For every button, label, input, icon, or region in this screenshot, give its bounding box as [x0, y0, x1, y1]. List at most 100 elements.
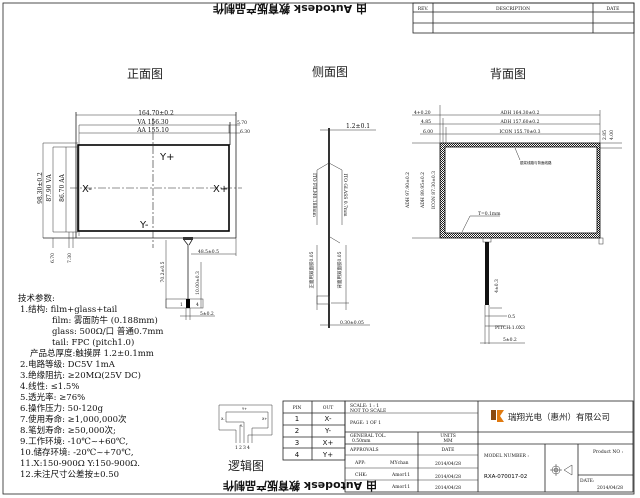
date-header: DATE — [607, 6, 620, 12]
approval-role: CHK: — [355, 472, 368, 478]
logic-pin-1: 1 — [235, 445, 238, 451]
tail-width-dim: 5±0.2 — [200, 311, 214, 317]
adh-height-dim: ADH 97.90±0.2 — [405, 172, 411, 209]
logic-y-minus: Y- — [240, 424, 244, 428]
adh-inner-width-dim: ADH 157.60±0.2 — [500, 119, 540, 125]
logic-diagram-title: 逻辑图 — [228, 459, 264, 473]
description-header: DESCRIPTION — [496, 6, 530, 12]
company-name: 瑞翔光电（惠州）有限公司 — [508, 412, 610, 423]
pin-cell: 4 — [295, 451, 300, 459]
general-tol-value: 0.50mm — [352, 438, 371, 444]
right-offset-2: 6.30 — [240, 129, 250, 135]
back-view-title: 背面图 — [490, 67, 526, 81]
tech-params-title: 技术参数: — [18, 293, 55, 304]
adh-inner-height-dim: ADH 89.95±0.2 — [420, 172, 426, 209]
icon-width-dim: ICON 155.70±0.3 — [500, 129, 541, 135]
pin-cell: 2 — [295, 427, 299, 435]
left-offset-3: 6.00 — [423, 129, 433, 135]
out-cell: Y- — [324, 427, 331, 435]
right-offset-2: 4.00 — [609, 130, 615, 140]
side-thickness-dim: 1.2±0.1 — [346, 123, 370, 130]
right-offset-1: 5.70 — [237, 120, 247, 126]
param-line: 10.储存环境: -20℃~+70℃, — [20, 447, 134, 458]
units-value: MM — [443, 438, 453, 444]
date-column-label: DATE — [442, 447, 455, 453]
logic-y-plus: Y+ — [242, 407, 247, 411]
logic-x-minus: X- — [221, 417, 225, 421]
model-number-label: MODEL NUMBER : — [484, 453, 529, 459]
page-label: PAGE: 1 OF 1 — [350, 420, 381, 426]
not-to-scale-label: NOT TO SCALE — [350, 408, 386, 414]
title-block: SCALE: 1 : 1 NOT TO SCALE PAGE: 1 OF 1 G… — [344, 400, 634, 493]
out-header: OUT — [323, 405, 333, 411]
out-cell: Y+ — [322, 451, 333, 459]
tail-thickness-dim: 0.30±0.05 — [340, 320, 364, 326]
param-line: 11.X:150-900Ω Y:150-900Ω. — [20, 459, 140, 469]
param-line: tail: FPC (pitch1.0) — [52, 337, 134, 348]
approval-name: Amor11 — [391, 484, 410, 490]
tail-position-dim: 48.5±0.5 — [198, 249, 219, 255]
param-line: film: 雾面防牛 (0.188mm) — [52, 315, 158, 326]
side-view: 1.2±0.1 ITO FILM0.188mm ITO GLASS 0.7mm … — [308, 123, 376, 328]
logic-pin-4: 4 — [247, 445, 250, 451]
out-cell: X+ — [323, 439, 334, 447]
scale-label: SCALE: 1 : 1 — [350, 403, 379, 409]
approval-role: APP: — [354, 460, 366, 466]
tech-params: 技术参数: 1.结构: film+glass+tail film: 雾面防牛 (… — [18, 293, 164, 480]
param-line: 4.线性: ≤1.5% — [20, 381, 79, 392]
bottom-offset-2: 7.30 — [67, 253, 73, 263]
film-label: ITO FILM0.188mm — [311, 173, 317, 218]
pin-cell: 1 — [295, 415, 299, 423]
glass-label: ITO GLASS 0.7mm — [342, 174, 348, 218]
front-view: 164.70±0.2 VA 156.30 AA 155.10 5.70 6.30… — [37, 110, 250, 320]
pin-table: PIN OUT 1 X- 2 Y- 3 X+ 4 Y+ — [282, 400, 346, 461]
general-tol-label: GENERAL TOL. — [350, 433, 387, 439]
logic-pin-3: 3 — [243, 445, 246, 451]
product-no-label: Product NO : — [593, 449, 623, 455]
tape-thickness-label: T=0.1mm — [478, 211, 501, 217]
company-logo — [491, 410, 504, 422]
label-x-plus: X+ — [213, 184, 228, 195]
va-height-dim: 87.90 VA — [46, 174, 53, 202]
date-label: DATE: — [580, 478, 595, 484]
watermark-top: 由 Autodesk 教育版产品制作 — [213, 2, 367, 16]
back-note: 银浆线路与背面线路 — [520, 160, 552, 165]
va-width-dim: VA 156.30 — [136, 119, 168, 126]
param-line: 5.透光率: ≥76% — [20, 392, 85, 403]
revision-table: REV. DESCRIPTION DATE — [412, 2, 635, 34]
pin-header: PIN — [293, 405, 302, 411]
back-fpc-tail — [480, 237, 525, 344]
right-offset-1: 2.85 — [602, 130, 608, 140]
left-offset-2: 4.85 — [421, 119, 431, 125]
pin-cell: 3 — [295, 439, 299, 447]
model-number: RXA-070017-02 — [484, 474, 527, 480]
projection-symbol-icon — [550, 464, 573, 476]
out-cell: X- — [325, 415, 332, 423]
overall-width-dim: 164.70±0.2 — [138, 110, 174, 117]
param-line: 1.结构: film+glass+tail — [20, 304, 118, 315]
approval-name: MYchan — [390, 460, 409, 466]
param-line: 12.未注尺寸公差按±0.50 — [20, 469, 119, 480]
pitch-dim: PITCH:1.0X3 — [495, 325, 525, 331]
logic-x-plus: X+ — [262, 417, 267, 421]
tail-stiffener-dim: 10.00±0.3 — [195, 271, 201, 295]
side-view-title: 侧面图 — [312, 65, 348, 79]
logic-pin-2: 2 — [239, 445, 242, 451]
front-tape-label: 正面用双面胶0.05 — [308, 251, 315, 288]
param-line: 7.使用寿命: ≥1,000,000次 — [20, 414, 127, 425]
front-view-title: 正面图 — [127, 67, 163, 81]
param-line: glass: 500Ω/口 普通0.7mm — [52, 326, 164, 337]
back-tape-label: 背面用双面胶0.05 — [336, 251, 343, 288]
bottom-offset-1: 6.70 — [50, 253, 56, 263]
param-line: 3.绝缘阻抗: ≥20MΩ(25V DC) — [20, 370, 141, 381]
param-line: 6.操作压力: 50-120g — [20, 403, 104, 414]
param-line: 9.工作环境: -10℃~+60℃, — [20, 436, 128, 447]
approval-date: 2014/04/28 — [435, 474, 461, 480]
param-line: 2.电路等级: DC5V 1mA — [20, 359, 116, 370]
aa-height-dim: 86.70 AA — [59, 173, 66, 201]
fpc-tail — [165, 237, 237, 320]
units-label: UNITS — [440, 433, 456, 439]
approval-date: 2014/04/28 — [435, 485, 461, 491]
label-y-plus: Y+ — [159, 152, 175, 163]
